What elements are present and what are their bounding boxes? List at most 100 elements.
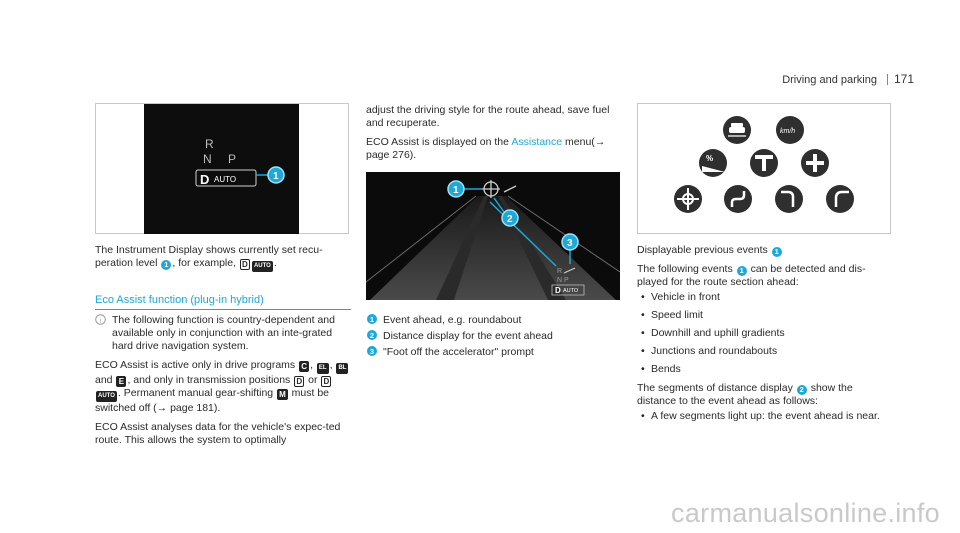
callout-2-marker: [501, 209, 519, 227]
eco-text-b: , and only in transmission positions: [127, 374, 291, 386]
road-display-graphic: 1 2 3 R N P D AUTO: [366, 180, 620, 300]
list-item: Speed limit: [641, 309, 893, 322]
distance-display-bar: [489, 201, 557, 267]
displayed-text-a: ECO Assist is displayed on the: [366, 136, 509, 148]
column-2: adjust the driving style for the route a…: [366, 104, 620, 168]
segments-list: A few segments light up: the event ahead…: [637, 410, 893, 423]
list-item: A few segments light up: the event ahead…: [641, 410, 893, 423]
events-badge-1: 1: [736, 265, 747, 276]
note-block: i The following function is country-depe…: [95, 314, 351, 353]
vehicle-ahead-icon: [723, 116, 751, 144]
roundabout-icon: [674, 185, 702, 213]
gear-p-label: P: [228, 152, 236, 166]
intro-text-c: , for example,: [172, 257, 237, 269]
eco-text-d: must be switched off (: [95, 387, 330, 414]
gradient-icon: %: [699, 149, 727, 177]
info-icon-letter: i: [99, 316, 101, 325]
legend-badge-2: 2: [367, 330, 377, 340]
eco-paragraph: ECO Assist is active only in drive progr…: [95, 359, 351, 415]
list-item: Bends: [641, 363, 893, 376]
list-item: Vehicle in front: [641, 291, 893, 304]
s-bend-icon: [724, 185, 752, 213]
callout-3-label: 3: [567, 238, 573, 249]
list-item: Junctions and roundabouts: [641, 345, 893, 358]
callout-1-label: 1: [273, 171, 279, 182]
segments-paragraph: The segments of distance display 2 show …: [637, 382, 893, 408]
legend-badge-3: 3: [367, 346, 377, 356]
column-1-body: i The following function is country-depe…: [95, 314, 351, 453]
intro-text-b: peration level: [95, 257, 158, 269]
gear-r-label: R: [205, 137, 214, 151]
legend-badge-1: 1: [367, 314, 377, 324]
figure-road-display: 1 2 3 R N P D AUTO: [366, 172, 620, 300]
callout-3-marker: [561, 233, 579, 251]
legend-item: 3 "Foot off the accelerator" prompt: [366, 346, 620, 359]
road-edge-left: [366, 195, 477, 283]
road-edge-right: [507, 195, 620, 273]
eco-text-c: . Permanent manual gear-shifting: [117, 387, 274, 399]
fig2-selector-auto: AUTO: [563, 288, 579, 294]
drive-program-el-icon: EL: [316, 363, 329, 374]
fig2-selector-frame: [551, 284, 585, 296]
callout-1-marker: [267, 166, 285, 184]
eco-sep2: ,: [329, 359, 333, 371]
event-icons-graphic: km/h %: [674, 116, 854, 213]
watermark: carmanualsonline.info: [671, 498, 940, 528]
column-3: Displayable previous events 1 The follow…: [637, 244, 893, 429]
bend-left-icon: [826, 185, 854, 213]
key-auto-icon: AUTO: [251, 261, 273, 272]
segments-text-a: The segments of distance display: [637, 382, 793, 394]
caption-badge-1: 1: [771, 246, 782, 257]
legend-item: 1 Event ahead, e.g. roundabout: [366, 314, 620, 327]
info-icon-svg: i: [95, 314, 106, 325]
position-auto-icon: AUTO: [96, 391, 117, 402]
fig2-gear-r: R: [557, 268, 562, 275]
drive-program-bl-icon: BL: [336, 363, 349, 374]
page-header: Driving and parking 171: [782, 73, 914, 86]
callout-1-marker: [447, 180, 465, 198]
page-ref-181[interactable]: page 181: [170, 402, 214, 414]
segments-badge-2: 2: [796, 384, 807, 395]
displayed-text-b: menu(: [565, 136, 595, 148]
column-2-legend: 1 Event ahead, e.g. roundabout 2 Distanc…: [366, 314, 620, 362]
selector-auto: AUTO: [214, 175, 236, 184]
drive-program-e-icon: E: [116, 376, 127, 387]
header-section: Driving and parking: [782, 74, 877, 86]
bend-right-icon: [775, 185, 803, 213]
displayed-paragraph: ECO Assist is displayed on the Assistanc…: [366, 136, 620, 162]
selector-d: D: [200, 172, 209, 187]
caption-paragraph: Displayable previous events 1: [637, 244, 893, 257]
segments-text-b: show the distance to the event ahead as …: [637, 382, 853, 407]
legend-item: 2 Distance display for the event ahead: [366, 330, 620, 343]
events-paragraph: The following events 1 can be detected a…: [637, 263, 893, 289]
intro-end: .: [273, 257, 277, 269]
drive-program-c-icon: C: [299, 361, 310, 372]
eco-text-a: ECO Assist is active only in drive progr…: [95, 359, 296, 371]
column-1: The Instrument Display shows currently s…: [95, 244, 351, 278]
fig2-selector-d: D: [555, 286, 561, 295]
events-text-b: can be detected and dis-played for the r…: [637, 263, 866, 288]
callout-1-label: 1: [453, 185, 459, 196]
gear-display-graphic: R N P D AUTO 1: [195, 137, 285, 187]
road-surface: [370, 196, 616, 300]
assistance-menu-link[interactable]: Assistance: [511, 136, 563, 148]
position-d-icon: D: [294, 376, 305, 387]
page-ref-276[interactable]: page 276: [366, 149, 410, 161]
intro-paragraph: The Instrument Display shows currently s…: [95, 244, 351, 272]
eco-end: ).: [213, 402, 221, 414]
key-d-icon: D: [239, 259, 250, 270]
caption-text: Displayable previous events: [637, 244, 768, 256]
arrow-icon-2: →: [594, 136, 606, 148]
eco-sep1: ,: [310, 359, 313, 371]
foot-off-prompt-icon: [563, 267, 576, 274]
legend-text-3: "Foot off the accelerator" prompt: [383, 346, 534, 358]
manual-m-icon: M: [277, 389, 288, 400]
road-lane-left: [436, 196, 488, 300]
position-d2-icon: D: [321, 376, 332, 387]
callout-badge-1: 1: [161, 259, 172, 270]
callout-2-leader: [493, 197, 505, 213]
page-number: 171: [886, 73, 914, 85]
t-junction-icon: [750, 149, 778, 177]
figure-gear-display: R N P D AUTO 1: [95, 103, 349, 234]
section-title: Eco Assist function (plug-in hybrid): [95, 294, 351, 310]
